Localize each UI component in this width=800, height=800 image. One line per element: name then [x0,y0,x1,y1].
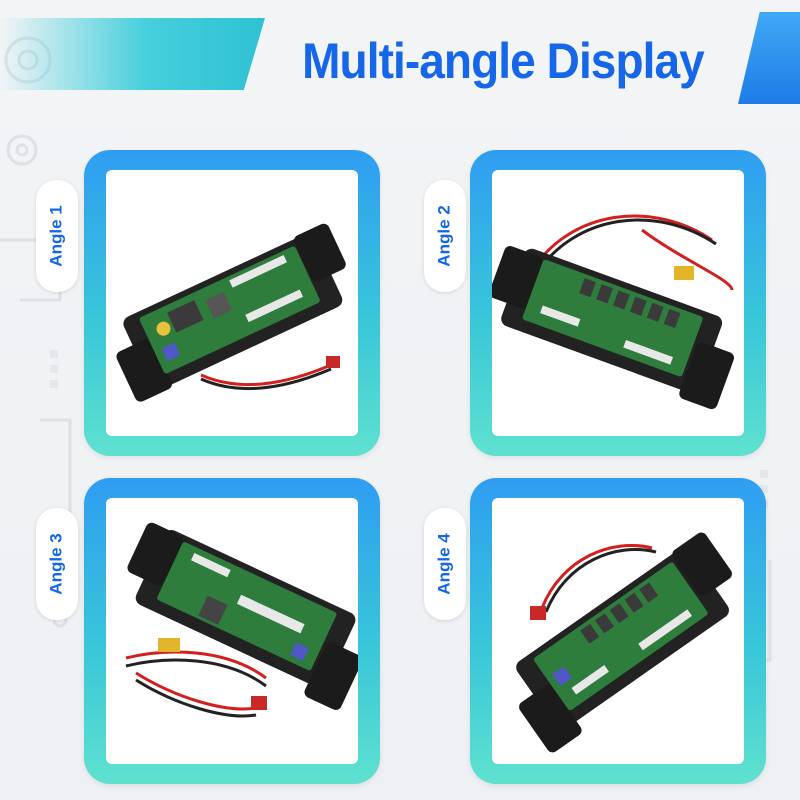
angle-1-tab: Angle 1 [36,180,78,292]
angle-3-panel [84,478,380,784]
angle-1-panel [84,150,380,456]
angle-2-tab: Angle 2 [424,180,466,292]
angle-4-panel [470,478,766,784]
motherboard-angle-4-icon [516,532,732,753]
angle-2-image [492,170,744,436]
angle-3-label: Angle 3 [47,533,66,595]
angle-4-label: Angle 4 [435,533,454,595]
angle-3-image [106,498,358,764]
motherboard-angle-1-icon [116,223,346,402]
angle-4-image [492,498,744,764]
header-banner-left [0,18,265,90]
angle-1-image [106,170,358,436]
angle-3-tab: Angle 3 [36,508,78,620]
motherboard-angle-2-icon [492,214,735,410]
angle-1-label: Angle 1 [47,205,66,267]
angle-2-panel [470,150,766,456]
page-title: Multi-angle Display [302,33,705,89]
angle-2-label: Angle 2 [435,205,454,267]
angle-4-tab: Angle 4 [424,508,466,620]
motherboard-angle-3-icon [125,522,358,718]
